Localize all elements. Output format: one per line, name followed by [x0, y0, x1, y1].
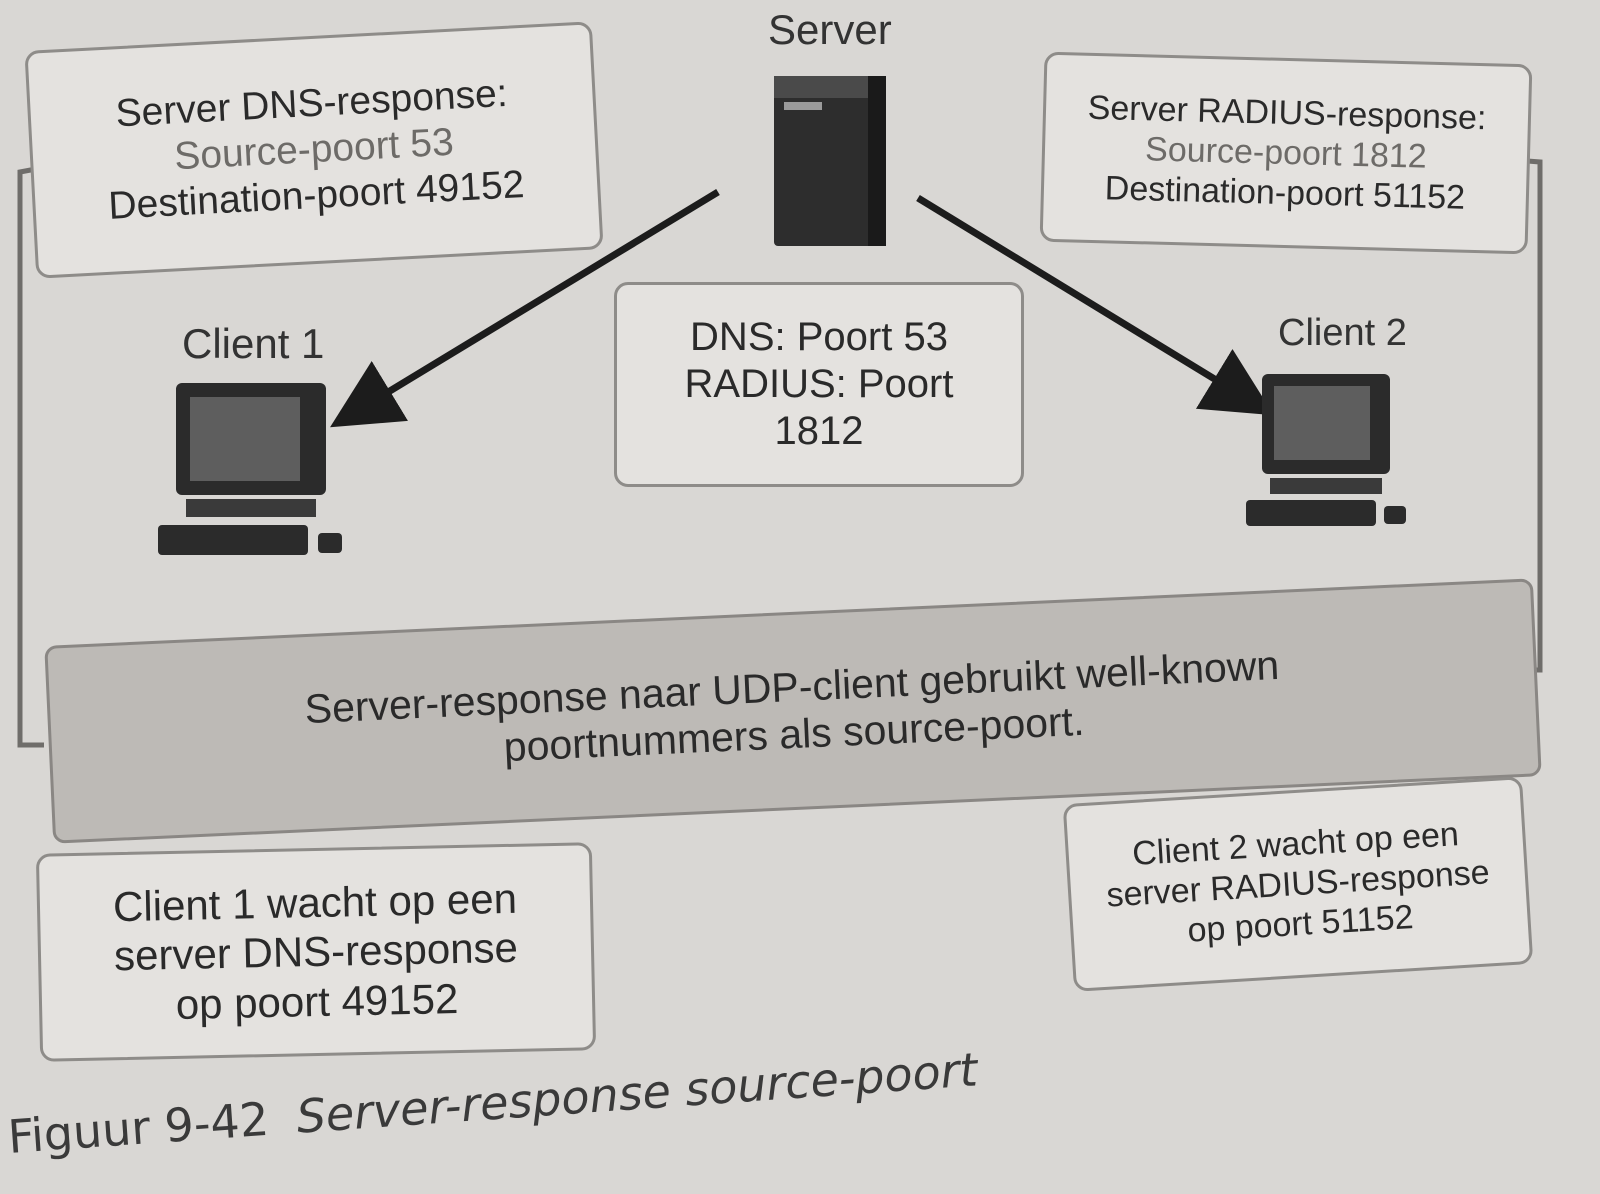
client1-wait-line-2: server DNS-response	[113, 923, 519, 980]
client2-label: Client 2	[1278, 312, 1407, 354]
radius-response-box: Server RADIUS-response: Source-poort 181…	[1039, 51, 1533, 255]
radius-response-destination-port: Destination-poort 51152	[1104, 169, 1466, 217]
well-known-ports-box: DNS: Poort 53 RADIUS: Poort 1812	[614, 282, 1024, 487]
client2-computer-icon	[1246, 374, 1406, 526]
dns-response-box: Server DNS-response: Source-poort 53 Des…	[24, 21, 604, 279]
client1-computer-icon	[158, 383, 342, 555]
server-icon	[774, 76, 886, 246]
arrow-server-to-client1	[330, 189, 720, 428]
ports-radius-line: RADIUS: Poort	[684, 361, 954, 406]
server-label: Server	[768, 6, 892, 53]
client2-wait-box: Client 2 wacht op een server RADIUS-resp…	[1062, 776, 1534, 992]
ports-radius-number: 1812	[774, 409, 864, 454]
arrow-server-to-client2	[916, 195, 1274, 416]
client1-wait-line-3: op poort 49152	[175, 974, 459, 1028]
ports-dns-line: DNS: Poort 53	[690, 314, 948, 359]
client1-wait-line-1: Client 1 wacht op een	[112, 874, 518, 930]
client1-label: Client 1	[182, 320, 325, 367]
dns-response-destination-port: Destination-poort 49152	[107, 163, 526, 228]
client1-wait-box: Client 1 wacht op een server DNS-respons…	[35, 842, 597, 1062]
